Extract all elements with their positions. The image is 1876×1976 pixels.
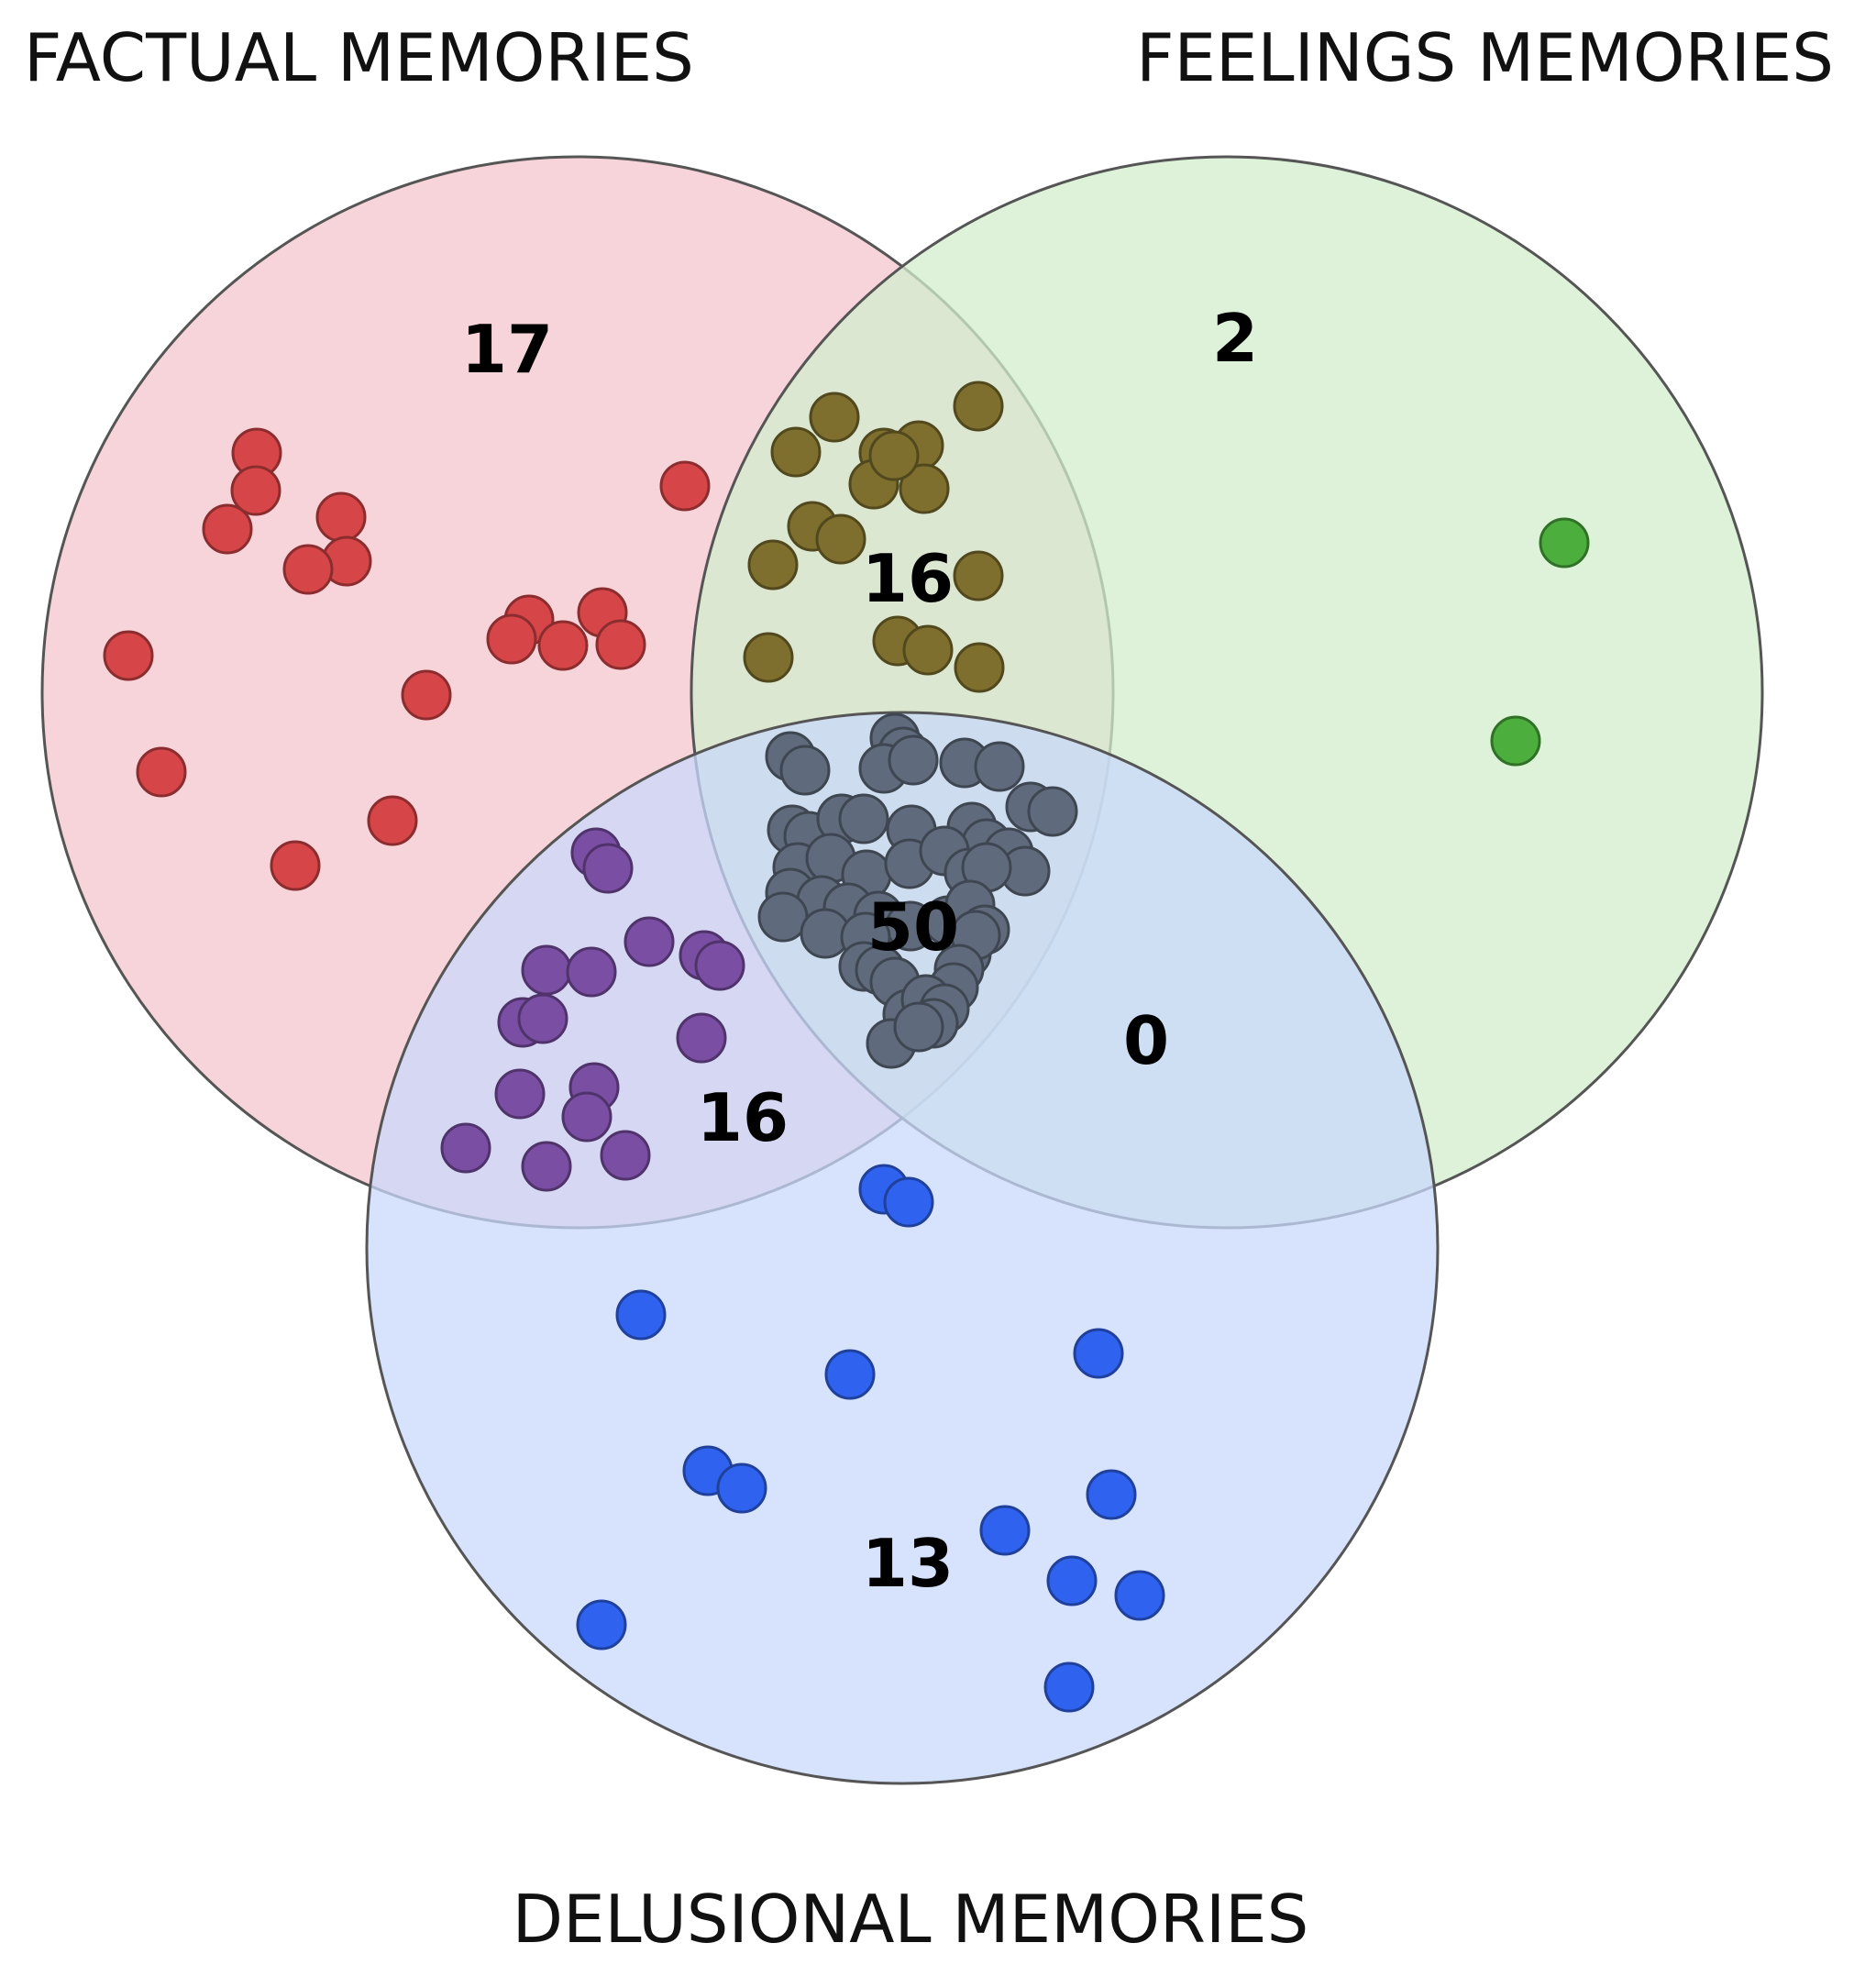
- memory-dot: [566, 946, 617, 998]
- memory-dot: [595, 619, 646, 670]
- dots-delusional-only: [576, 1164, 1165, 1713]
- dots-feelings-only: [1490, 517, 1590, 767]
- memory-dot: [779, 745, 831, 796]
- memory-dot: [623, 916, 675, 967]
- memory-dot: [103, 630, 154, 681]
- memory-dot: [1027, 786, 1078, 837]
- memory-dot: [979, 1505, 1031, 1556]
- memory-dot: [600, 1130, 651, 1181]
- dots-factual-feelings: [743, 381, 1005, 693]
- memory-dot: [367, 795, 418, 846]
- memory-dot: [517, 993, 568, 1044]
- memory-dot: [582, 843, 634, 894]
- memory-dot: [1539, 517, 1590, 569]
- memory-dot: [1073, 1328, 1124, 1379]
- memory-dot: [615, 1289, 667, 1341]
- count-all-three: 50: [867, 889, 959, 966]
- memory-dot: [202, 503, 253, 555]
- memory-dot: [883, 1176, 934, 1228]
- count-feelings-only: 2: [1212, 300, 1258, 377]
- memory-dot: [899, 463, 950, 514]
- memory-dot: [1046, 1555, 1098, 1606]
- memory-dot: [136, 746, 187, 798]
- memory-dot: [893, 1001, 944, 1053]
- dots-factual-only: [103, 427, 711, 891]
- memory-dot: [1086, 1469, 1137, 1520]
- memory-dot: [974, 741, 1025, 792]
- memory-dot: [230, 465, 281, 516]
- memory-dot: [770, 426, 822, 478]
- count-factual-feelings: 16: [862, 540, 954, 617]
- memory-dot: [902, 624, 954, 676]
- count-feelings-delusional: 0: [1123, 1002, 1169, 1079]
- memory-dot: [716, 1463, 767, 1514]
- memory-dot: [270, 840, 321, 891]
- memory-dot: [521, 1141, 572, 1192]
- memory-dot: [315, 491, 367, 543]
- memory-dot: [824, 1349, 876, 1400]
- memory-dot: [486, 613, 537, 665]
- set-label-feelings: FEELINGS MEMORIES: [1136, 19, 1834, 96]
- memory-dot: [954, 642, 1005, 693]
- memory-dot: [694, 940, 745, 991]
- memory-dot: [1114, 1570, 1165, 1621]
- memory-dot: [576, 1599, 627, 1650]
- count-factual-delusional: 16: [697, 1079, 789, 1156]
- circle-delusional: [365, 711, 1440, 1785]
- count-delusional-only: 13: [862, 1525, 954, 1602]
- memory-dot: [440, 1122, 491, 1174]
- memory-dot: [659, 460, 711, 512]
- set-label-factual: FACTUAL MEMORIES: [24, 19, 694, 96]
- memory-dot: [815, 513, 866, 565]
- memory-dot: [1490, 715, 1541, 767]
- memory-dot: [1043, 1661, 1095, 1713]
- memory-dot: [676, 1012, 727, 1064]
- memory-dot: [757, 891, 809, 943]
- memory-dot: [888, 734, 939, 786]
- memory-dot: [537, 620, 589, 671]
- memory-dot: [838, 793, 889, 844]
- set-label-delusional: DELUSIONAL MEMORIES: [513, 1881, 1309, 1958]
- memory-dot: [401, 669, 452, 721]
- dots-factual-delusional: [440, 827, 745, 1192]
- memory-dot: [521, 944, 572, 996]
- memory-dot: [747, 539, 799, 591]
- memory-dot: [868, 430, 920, 481]
- memory-dot: [953, 381, 1004, 432]
- memory-dot: [743, 632, 794, 683]
- memory-dot: [282, 544, 334, 595]
- memory-dot: [494, 1068, 546, 1120]
- memory-dot: [809, 392, 860, 443]
- memory-dot: [953, 550, 1004, 602]
- count-factual-only: 17: [461, 311, 553, 388]
- memory-dot: [561, 1091, 612, 1143]
- dots-all-three: [757, 712, 1078, 1069]
